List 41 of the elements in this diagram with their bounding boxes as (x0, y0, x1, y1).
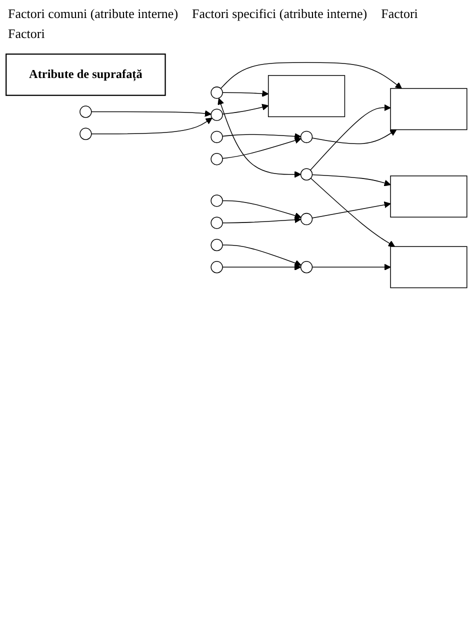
factor-label: Factori comuni (atribute interne) (8, 6, 178, 22)
arrow (220, 62, 402, 89)
node-box: Atribute de suprafață (6, 54, 166, 96)
node-circle (210, 238, 223, 252)
arrow (222, 200, 302, 219)
node-circle (210, 108, 223, 121)
arrow (312, 264, 391, 270)
arrow (310, 104, 391, 171)
node-circle (210, 261, 223, 274)
node-circle (300, 212, 313, 226)
arrow (218, 98, 302, 178)
node-box (268, 75, 346, 118)
node-circle (210, 216, 223, 229)
arrow (310, 178, 395, 247)
arrow (91, 118, 212, 134)
node-box (390, 88, 468, 130)
factor-label: Factori (8, 26, 45, 42)
arrow (312, 202, 391, 218)
factor-label: Factori (381, 6, 418, 22)
node-circle (210, 194, 223, 207)
node-circle (210, 153, 223, 166)
arrow (222, 137, 302, 159)
node-box (390, 176, 468, 218)
arrow (91, 110, 212, 117)
node-circle (210, 86, 223, 99)
node-circle (300, 168, 313, 180)
arrow (222, 216, 302, 224)
arrow (222, 104, 269, 115)
arrow (312, 174, 391, 186)
factor-label: Factori specifici (atribute interne) (192, 6, 368, 22)
node-circle (80, 128, 92, 140)
arrow (222, 132, 302, 140)
arrow (222, 244, 302, 266)
arrow (222, 90, 269, 97)
arrow (222, 264, 302, 270)
node-circle (300, 261, 313, 274)
node-circle (80, 106, 92, 118)
node-circle (210, 130, 223, 144)
arrow (312, 129, 397, 144)
node-circle (300, 130, 313, 144)
node-box (390, 246, 468, 288)
